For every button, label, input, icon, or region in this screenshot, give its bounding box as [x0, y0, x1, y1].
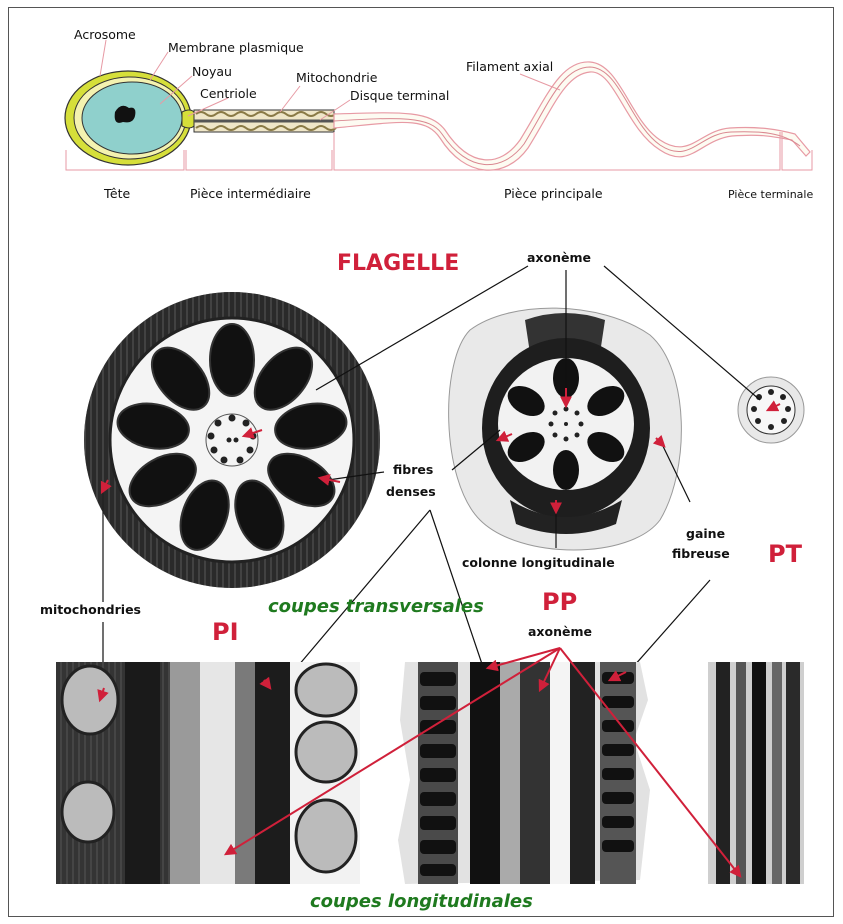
pp-longitudinal-section: [398, 662, 650, 884]
label-centriole: Centriole: [200, 86, 257, 101]
label-filament: Filament axial: [466, 59, 553, 74]
label-axoneme-bottom: axonème: [528, 624, 592, 639]
label-gaine: gaine: [686, 526, 725, 541]
principal-piece-tail: [334, 62, 810, 170]
label-membrane: Membrane plasmique: [168, 40, 304, 55]
flagelle-title: FLAGELLE: [337, 251, 459, 276]
sperm-schematic: Acrosome Membrane plasmique Noyau Centri…: [65, 27, 813, 201]
label-piece-term: Pièce terminale: [728, 188, 813, 201]
pt-longitudinal-section: [708, 662, 804, 884]
label-coupes-transversales: coupes transversales: [268, 596, 484, 617]
label-piece-princ: Pièce principale: [504, 186, 603, 201]
label-noyau: Noyau: [192, 64, 232, 79]
label-axoneme-top: axonème: [527, 250, 591, 265]
label-fibres: fibres: [393, 462, 433, 477]
label-acrosome: Acrosome: [74, 27, 136, 42]
neck-shape: [182, 110, 194, 128]
label-tete: Tête: [103, 186, 130, 201]
pt-cross-section: [738, 377, 804, 443]
label-mitochondries: mitochondries: [40, 602, 141, 617]
label-mitochondrie: Mitochondrie: [296, 70, 378, 85]
label-pt: PT: [768, 540, 803, 568]
pp-cross-section: [449, 308, 682, 550]
label-pp: PP: [542, 588, 577, 616]
label-piece-inter: Pièce intermédiaire: [190, 186, 311, 201]
label-colonne: colonne longitudinale: [462, 555, 615, 570]
label-denses: denses: [386, 484, 436, 499]
label-coupes-longitudinales: coupes longitudinales: [310, 891, 533, 912]
label-disque: Disque terminal: [350, 88, 449, 103]
pi-cross-section: [84, 292, 380, 588]
label-pi: PI: [212, 618, 239, 646]
label-fibreuse: fibreuse: [672, 546, 730, 561]
